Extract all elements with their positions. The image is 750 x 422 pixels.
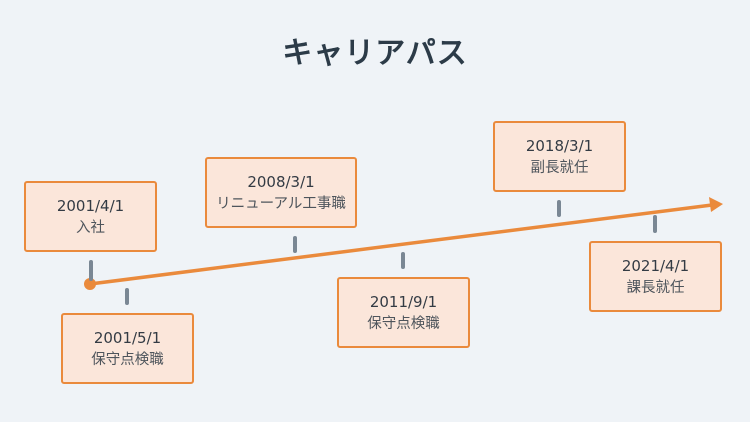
tick xyxy=(401,252,405,269)
event-box: 2001/4/1 入社 xyxy=(24,181,157,252)
tick xyxy=(89,260,93,281)
event-date: 2021/4/1 xyxy=(621,256,690,275)
page-title: キャリアパス xyxy=(282,36,468,71)
event-date: 2018/3/1 xyxy=(525,136,594,155)
event-box: 2011/9/1 保守点検職 xyxy=(337,277,470,348)
event-box: 2008/3/1 リニューアル工事職 xyxy=(205,157,357,228)
event-box: 2021/4/1 課長就任 xyxy=(589,241,722,312)
event-box: 2018/3/1 副長就任 xyxy=(493,121,626,192)
event-label: 保守点検職 xyxy=(91,351,164,368)
tick xyxy=(653,215,657,233)
event-box: 2001/5/1 保守点検職 xyxy=(61,313,194,384)
event-date: 2008/3/1 xyxy=(247,172,315,191)
event-date: 2001/4/1 xyxy=(56,196,125,215)
event-label: 入社 xyxy=(76,219,105,236)
event-label: リニューアル工事職 xyxy=(216,195,346,212)
timeline-start-dot xyxy=(84,278,96,290)
event-date: 2001/5/1 xyxy=(93,328,162,347)
event-date: 2011/9/1 xyxy=(369,292,438,311)
tick xyxy=(125,288,129,305)
event-label: 副長就任 xyxy=(530,159,589,176)
event-label: 保守点検職 xyxy=(367,315,440,332)
event-label: 課長就任 xyxy=(626,279,685,296)
tick xyxy=(557,200,561,217)
tick xyxy=(293,236,297,253)
